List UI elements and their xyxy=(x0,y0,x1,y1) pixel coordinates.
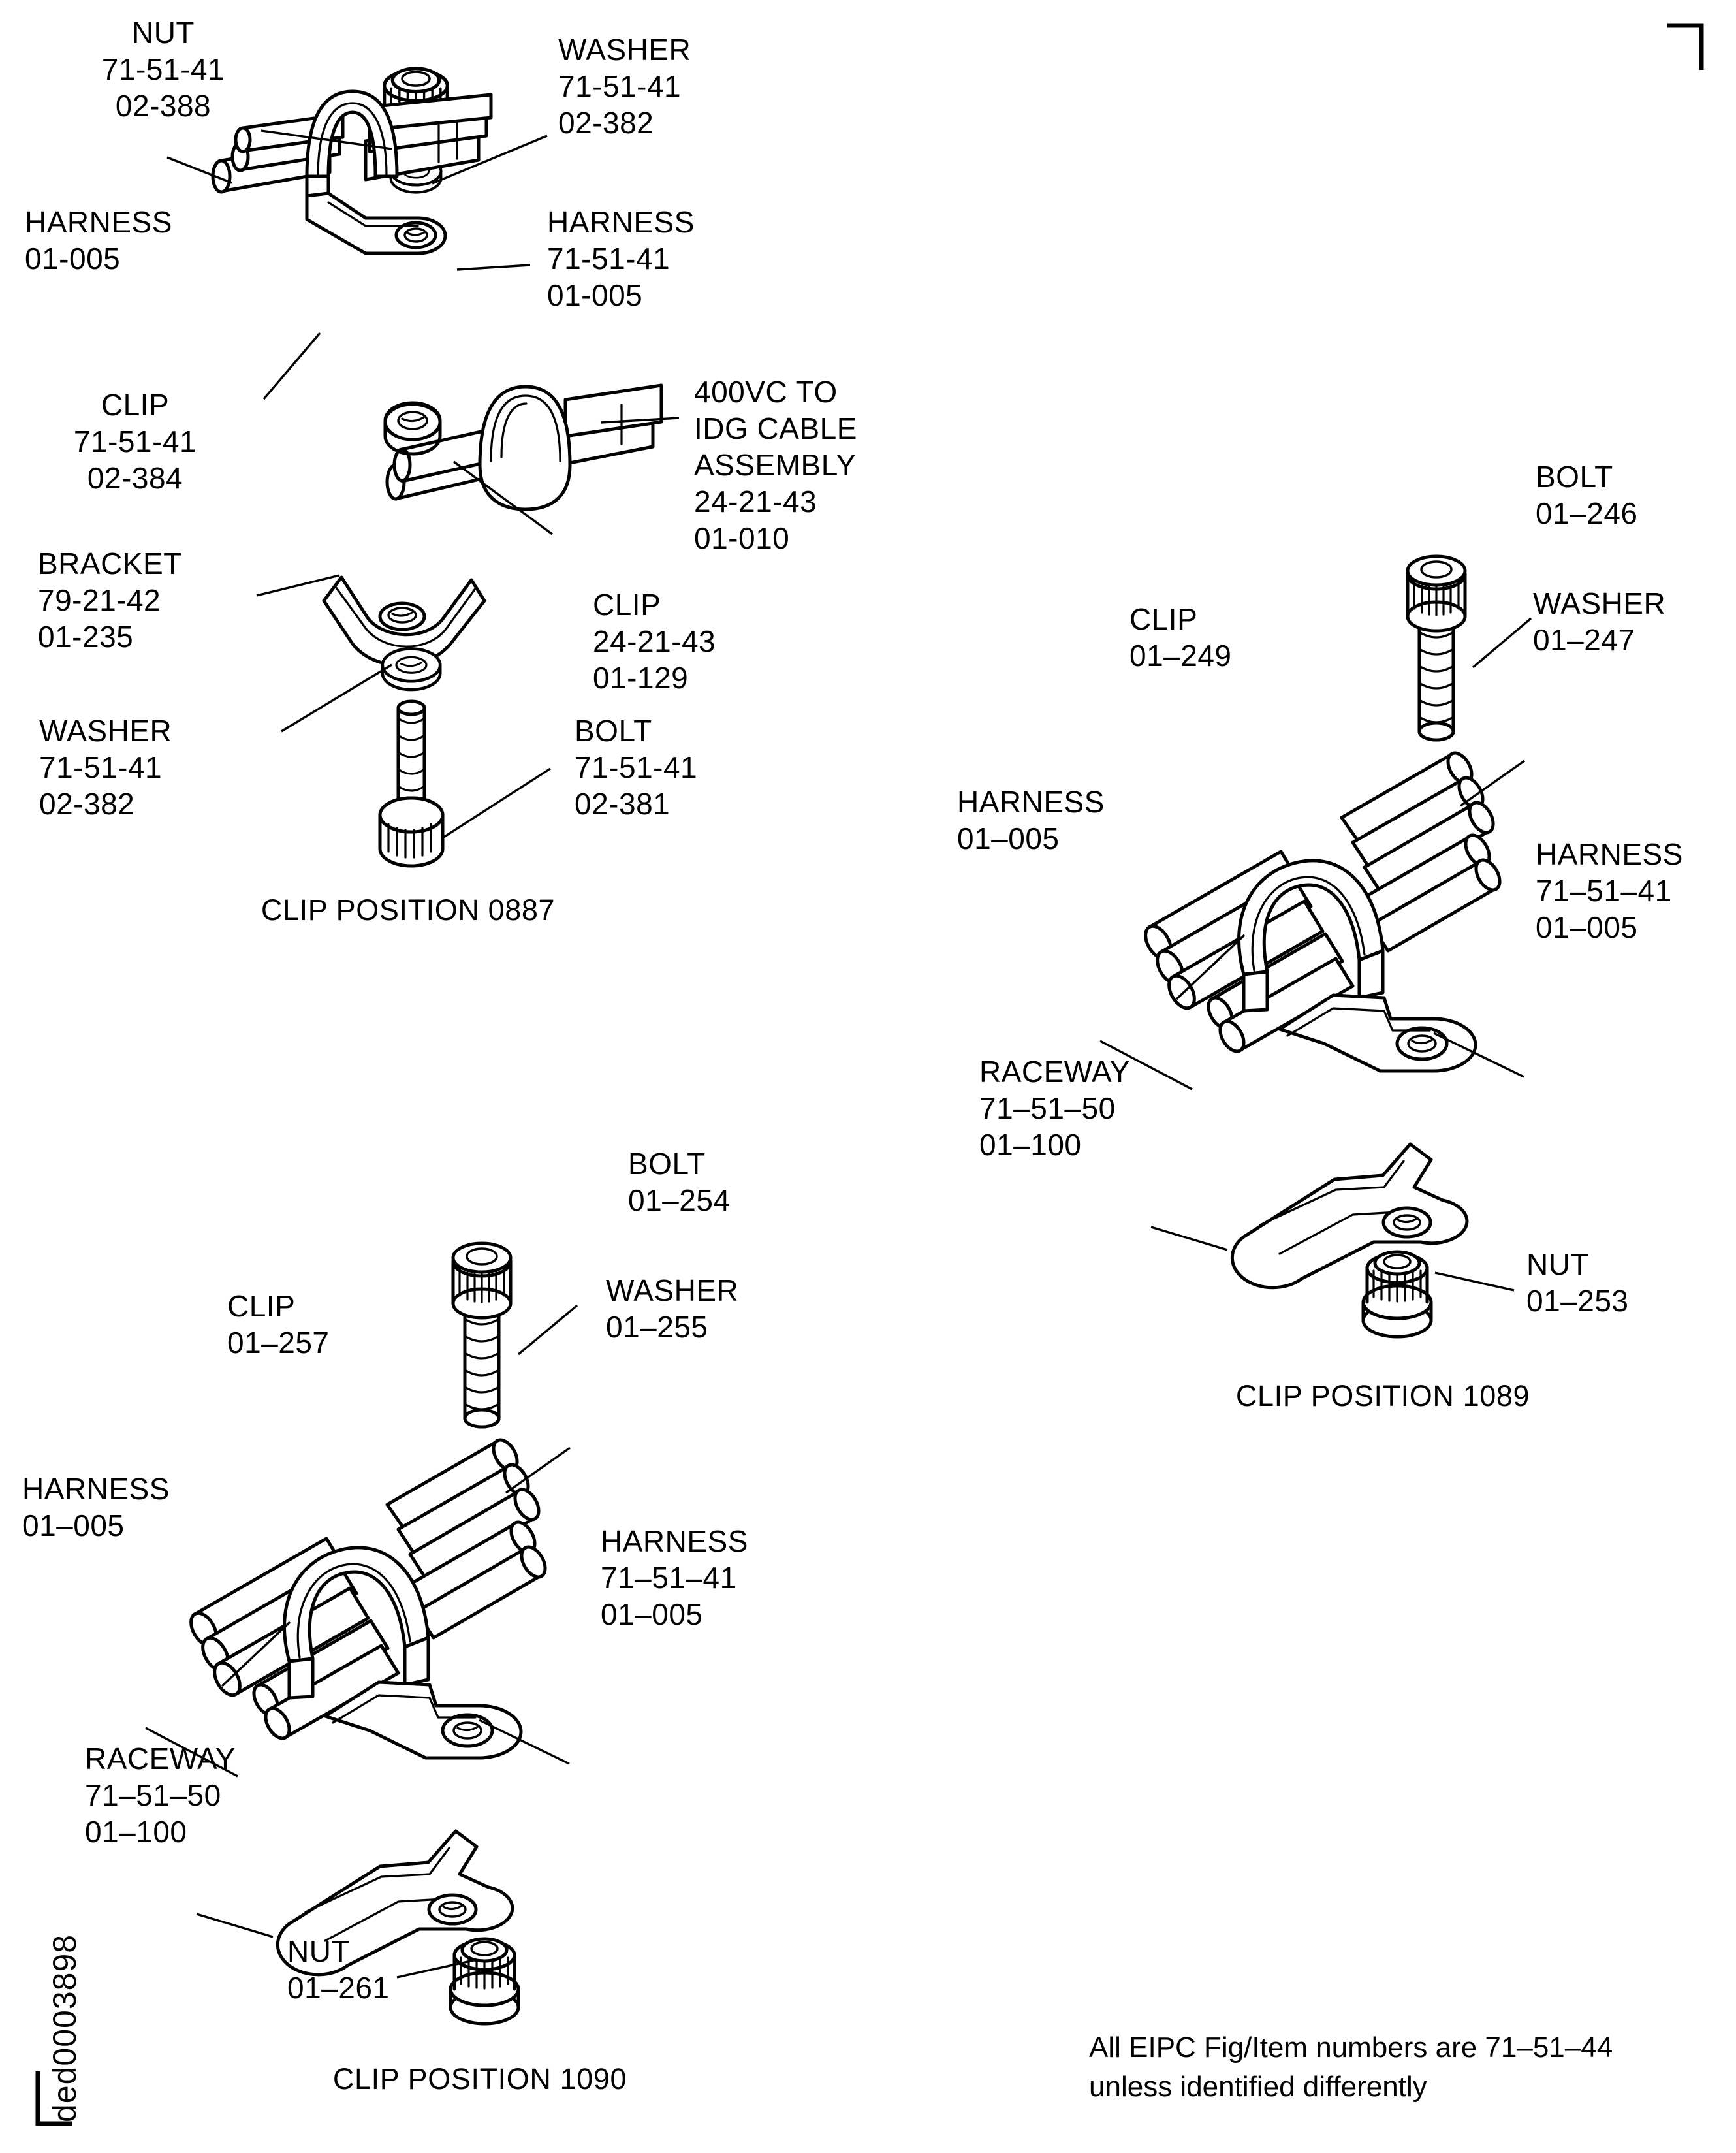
label-harness-right-1089: HARNESS 71–51–41 01–005 xyxy=(1536,837,1683,945)
leader-lines-1089 xyxy=(1099,617,1532,1292)
part-harness-clip-1089 xyxy=(1144,751,1502,1073)
label-clip-1090: CLIP 01–257 xyxy=(227,1289,330,1360)
label-harness-left-1089: HARNESS 01–005 xyxy=(957,785,1105,856)
label-washer-1090: WASHER 01–255 xyxy=(606,1273,739,1345)
assembly-1089 xyxy=(1099,556,1532,1337)
label-harness-left-1090: HARNESS 01–005 xyxy=(22,1472,170,1543)
label-raceway-1089: RACEWAY 71–51–50 01–100 xyxy=(979,1055,1130,1162)
drawing-id: ded0003898 xyxy=(46,1934,83,2122)
label-washer-bottom-0887: WASHER 71-51-41 02-382 xyxy=(39,714,172,821)
label-clip-lower-0887: CLIP 24-21-43 01-129 xyxy=(593,588,716,695)
label-clip-upper-0887: CLIP 71-51-41 02-384 xyxy=(73,388,197,496)
label-bracket-0887: BRACKET 79-21-42 01-235 xyxy=(38,547,182,654)
part-bracket-0887 xyxy=(322,575,486,667)
leader-lines-0887 xyxy=(166,129,680,839)
registration-marks xyxy=(35,23,1704,2126)
label-nut-1089: NUT 01–253 xyxy=(1526,1247,1629,1318)
part-harness-clip-upper-0887 xyxy=(211,89,493,255)
label-bolt-1089: BOLT 01–246 xyxy=(1536,460,1638,531)
label-harness-right-1090: HARNESS 71–51–41 01–005 xyxy=(601,1524,748,1632)
assembly-1090 xyxy=(145,1243,578,2024)
footer-note-line-2: unless identified differently xyxy=(1089,2071,1427,2103)
label-raceway-1090: RACEWAY 71–51–50 01–100 xyxy=(85,1742,236,1849)
part-washer-bottom-0887 xyxy=(383,648,440,690)
label-clip-1089: CLIP 01–249 xyxy=(1129,602,1232,673)
label-nut-0887: NUT 71-51-41 02-388 xyxy=(101,16,225,123)
section-title-1089: CLIP POSITION 1089 xyxy=(1235,1379,1530,1412)
part-nut-1089 xyxy=(1363,1252,1431,1337)
label-cable-assembly-0887: 400VC TO IDG CABLE ASSEMBLY 24-21-43 01-… xyxy=(694,375,857,556)
part-bolt-0887 xyxy=(378,699,445,868)
section-title-0887: CLIP POSITION 0887 xyxy=(260,893,556,927)
part-bolt-1090 xyxy=(453,1243,511,1427)
part-harness-clip-1090 xyxy=(189,1438,547,1760)
leader-lines-1090 xyxy=(145,1304,578,1979)
label-harness-left-0887: HARNESS 01-005 xyxy=(25,205,172,276)
part-raceway-1089 xyxy=(1230,1142,1469,1290)
label-nut-1090: NUT 01–261 xyxy=(287,1934,390,2005)
part-nut-1090 xyxy=(450,1939,518,2024)
label-washer-1089: WASHER 01–247 xyxy=(1533,586,1666,658)
assembly-0887 xyxy=(166,69,680,868)
footer-note-line-1: All EIPC Fig/Item numbers are 71–51–44 xyxy=(1089,2032,1613,2064)
label-washer-top-0887: WASHER 71-51-41 02-382 xyxy=(558,33,691,140)
label-bolt-1090: BOLT 01–254 xyxy=(628,1147,731,1218)
label-harness-right-0887: HARNESS 71-51-41 01-005 xyxy=(547,205,695,313)
label-bolt-0887: BOLT 71-51-41 02-381 xyxy=(575,714,698,821)
part-bolt-1089 xyxy=(1408,556,1465,740)
part-raceway-1090 xyxy=(276,1829,514,1977)
part-cable-assembly-0887 xyxy=(383,383,663,511)
section-title-1090: CLIP POSITION 1090 xyxy=(332,2062,627,2096)
